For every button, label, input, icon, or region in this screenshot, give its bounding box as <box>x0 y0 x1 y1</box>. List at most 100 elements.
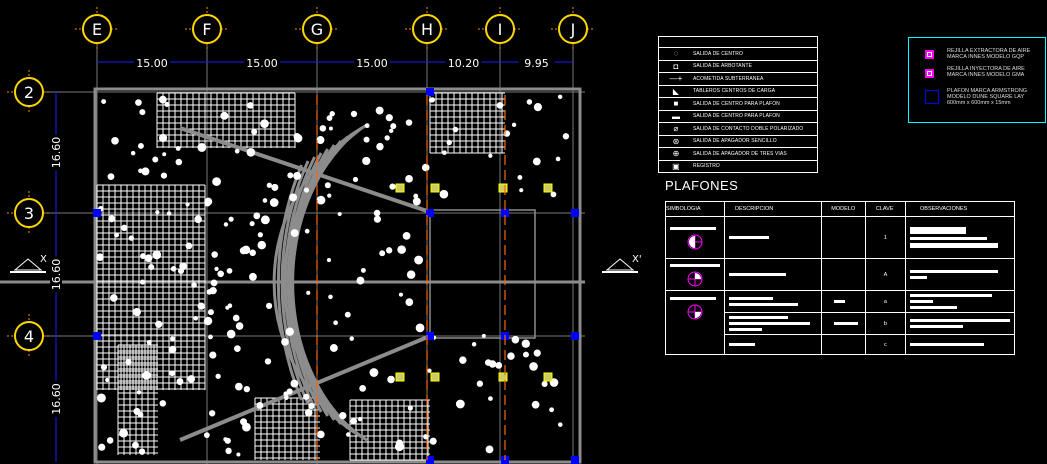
light-fixture <box>197 302 205 310</box>
light-fixture <box>215 373 221 379</box>
light-fixture <box>405 298 414 307</box>
header-simbologia: SIMBOLOGIA <box>665 201 725 217</box>
light-fixture <box>137 411 144 418</box>
wall-bracket-outlet-icon: ◘ <box>673 61 679 71</box>
light-fixture <box>158 95 167 104</box>
light-fixture <box>241 245 251 255</box>
ceiling-symbol-icon <box>687 271 703 287</box>
light-fixture <box>471 342 477 347</box>
air-grille <box>395 372 405 382</box>
light-fixture <box>405 119 413 126</box>
grid-bubble <box>485 14 515 44</box>
light-fixture <box>155 210 160 215</box>
light-fixture <box>488 396 493 401</box>
light-fixture <box>138 448 146 455</box>
three-way-switch-icon: ⊕ <box>672 149 680 159</box>
column <box>426 456 434 464</box>
dimension-label: 16.60 <box>50 383 63 415</box>
light-fixture <box>271 183 279 191</box>
grid-bubble <box>558 14 588 44</box>
light-fixture <box>349 336 354 341</box>
ceiling-tile-grid <box>117 344 158 455</box>
light-fixture <box>100 364 108 371</box>
light-fixture <box>142 371 151 380</box>
legend-item: ◌SALIDA DE CENTRO <box>659 47 817 60</box>
light-fixture <box>289 193 298 202</box>
light-fixture <box>533 349 541 357</box>
light-fixture <box>159 400 167 407</box>
description-cell <box>724 258 822 291</box>
light-fixture <box>211 251 218 258</box>
air-grille <box>498 372 508 382</box>
column <box>571 332 579 340</box>
light-fixture <box>488 153 493 158</box>
light-fixture <box>228 216 234 222</box>
legend-label: SALIDA DE ARBOTANTE <box>693 63 753 70</box>
symbol-cell <box>665 216 725 259</box>
light-fixture <box>495 361 503 369</box>
light-fixture <box>249 221 255 227</box>
light-fixture <box>293 172 302 180</box>
light-fixture <box>369 368 379 377</box>
injector-grille-icon <box>925 69 934 78</box>
grid-bubble <box>302 14 332 44</box>
light-fixture <box>226 329 236 339</box>
light-fixture <box>329 111 335 117</box>
light-fixture <box>226 267 233 274</box>
light-fixture <box>256 402 264 409</box>
dim-gap <box>134 56 170 68</box>
light-fixture <box>114 232 119 238</box>
extractor-grille-icon <box>925 50 934 59</box>
legend-label: SALIDA DE APAGADOR DE TRES VIAS <box>693 150 787 157</box>
dim-gap <box>354 56 390 68</box>
light-fixture <box>375 106 384 115</box>
light-fixture <box>350 417 358 425</box>
light-fixture <box>185 242 193 250</box>
grid-bubble <box>192 14 222 44</box>
light-fixture <box>98 443 106 451</box>
light-fixture <box>136 390 142 395</box>
light-fixture <box>531 400 540 409</box>
plafones-table: SIMBOLOGIA DESCRIPCION MODELO CLAVE OBSE… <box>665 201 1015 355</box>
light-fixture <box>511 335 520 344</box>
description-cell <box>724 334 822 355</box>
legend-item: ⌀SALIDA DE CONTACTO DOBLE POLARIZADO <box>659 122 817 135</box>
light-fixture <box>455 399 465 409</box>
light-fixture <box>389 183 396 190</box>
grid-bubble <box>14 321 44 351</box>
light-fixture <box>166 211 172 216</box>
column <box>426 332 434 340</box>
light-fixture <box>316 136 325 145</box>
ceiling-symbol-icon <box>687 234 703 250</box>
light-fixture <box>135 99 142 106</box>
table-header-row: SIMBOLOGIA DESCRIPCION MODELO CLAVE OBSE… <box>665 201 1015 217</box>
light-fixture <box>170 336 175 342</box>
light-fixture <box>316 430 325 439</box>
light-fixture <box>328 294 333 300</box>
light-fixture <box>209 351 217 359</box>
light-fixture <box>208 334 213 340</box>
light-fixture <box>106 437 114 444</box>
light-fixture <box>555 156 561 162</box>
light-fixture <box>439 189 449 199</box>
light-fixture <box>328 126 333 131</box>
light-fixture <box>387 375 395 384</box>
light-fixture <box>414 255 424 265</box>
light-fixture <box>262 198 268 203</box>
light-fixture <box>388 128 394 134</box>
light-fixture <box>128 235 135 241</box>
legend-item: ■SALIDA DE CENTRO PARA PLAFON <box>659 97 817 110</box>
light-fixture <box>326 258 331 263</box>
light-fixture <box>203 432 210 439</box>
centro-outlet-icon: ◌ <box>673 49 679 59</box>
model-cell <box>820 216 866 259</box>
dimension-label: 16.60 <box>50 137 63 169</box>
legend-label: SALIDA DE APAGADOR SENCILLO <box>693 138 777 145</box>
light-fixture <box>446 139 452 146</box>
light-fixture <box>105 377 110 383</box>
light-fixture <box>265 302 273 309</box>
